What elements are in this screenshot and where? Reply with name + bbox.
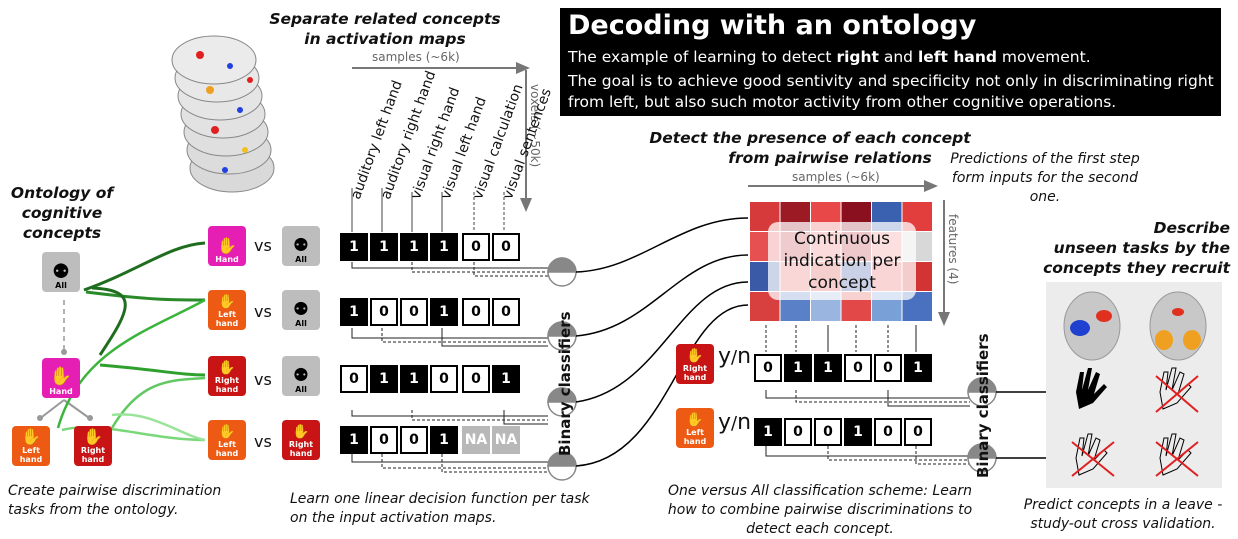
task-b-icon: ⚉All: [282, 356, 320, 396]
vs-label: vs: [254, 236, 272, 255]
ova-cell: 1: [754, 418, 782, 446]
predicted-hands: [1071, 367, 1199, 477]
task-cell: 1: [400, 233, 428, 261]
ontology-title: Ontology of cognitive concepts: [10, 184, 114, 242]
binary-classifiers-label: Binary classifiers: [556, 311, 574, 456]
network-icon: ⚉: [292, 235, 310, 256]
task-cell: 1: [340, 233, 368, 261]
ova-cell: 0: [814, 418, 842, 446]
y-over-n: y/n: [718, 344, 752, 369]
hand-icon: ✋: [217, 236, 237, 255]
task-cell: 1: [430, 426, 458, 454]
task-cell: 0: [492, 298, 520, 326]
node-left-hand: ✋ Left hand: [12, 426, 50, 466]
node-all: ⚉ All: [42, 252, 80, 292]
binary-classifiers-label-2: Binary classifiers: [974, 333, 992, 478]
hand-icon: ✋: [49, 366, 73, 387]
ova-right-icon: ✋Right hand: [676, 344, 714, 384]
task-b-icon: ⚉All: [282, 290, 320, 330]
features-label: features (4): [946, 214, 960, 285]
hand-icon: ✋: [218, 360, 236, 376]
heatmap-overlay: Continuous indication per concept: [768, 222, 916, 300]
task-cell: 0: [370, 426, 398, 454]
header-line-2: The goal is to achieve good sentivity an…: [568, 72, 1214, 111]
task-cell: 0: [340, 365, 368, 393]
title-box: Decoding with an ontology The example of…: [560, 8, 1221, 116]
maps-title: Separate related concepts in activation …: [269, 10, 501, 48]
predictions-note: Predictions of the first step form input…: [950, 151, 1140, 205]
task-cell: 1: [492, 365, 520, 393]
ova-cell: 0: [874, 418, 902, 446]
task-cell: 1: [370, 233, 398, 261]
task-a-icon: ✋Right hand: [208, 356, 246, 396]
node-right-hand: ✋ Right hand: [74, 426, 112, 466]
task-a-icon: ✋Left hand: [208, 290, 246, 330]
task-cell: 0: [462, 298, 490, 326]
ova-cell: 0: [784, 418, 812, 446]
task-b-icon: ✋Right hand: [282, 420, 320, 460]
ontology-caption: Create pairwise discrimination tasks fro…: [8, 483, 222, 518]
node-hand: ✋ Hand: [42, 358, 80, 398]
ova-cell: 0: [844, 354, 872, 382]
network-icon: ⚉: [292, 299, 310, 320]
hand-icon: ✋: [292, 424, 310, 440]
task-cell: NA: [462, 426, 490, 454]
task-cell: 1: [370, 365, 398, 393]
vs-label: vs: [254, 370, 272, 389]
hand-icon: ✋: [83, 427, 103, 446]
detect-title: Detect the presence of each concept from…: [649, 129, 971, 167]
ova-cell: 0: [874, 354, 902, 382]
header-line-1: The example of learning to detect right …: [568, 48, 1091, 66]
task-cell: 0: [370, 298, 398, 326]
heatmap-samples-label: samples (~6k): [792, 170, 880, 184]
y-over-n: y/n: [718, 410, 752, 435]
task-cell: 1: [430, 233, 458, 261]
linear-caption: Learn one linear decision function per t…: [290, 491, 590, 526]
task-cell: 1: [340, 298, 368, 326]
vs-label: vs: [254, 302, 272, 321]
task-cell: NA: [492, 426, 520, 454]
task-cell: 0: [462, 365, 490, 393]
task-cell: 0: [400, 298, 428, 326]
task-a-icon: ✋Left hand: [208, 420, 246, 460]
task-cell: 1: [340, 426, 368, 454]
ova-cell: 1: [814, 354, 842, 382]
main-title: Decoding with an ontology: [568, 10, 977, 41]
network-icon: ⚉: [292, 365, 310, 386]
task-cell: 0: [400, 426, 428, 454]
vs-label: vs: [254, 432, 272, 451]
ova-cell: 0: [904, 418, 932, 446]
hand-icon: ✋: [686, 348, 704, 364]
task-cell: 1: [430, 298, 458, 326]
hand-icon: ✋: [218, 294, 236, 310]
ova-left-icon: ✋Left hand: [676, 408, 714, 448]
hand-icon: ✋: [21, 427, 41, 446]
brain-images: [1063, 291, 1207, 361]
task-a-icon: ✋Hand: [208, 226, 246, 266]
task-cell: 0: [430, 365, 458, 393]
task-cell: 0: [492, 233, 520, 261]
samples-label: samples (~6k): [372, 50, 460, 64]
task-cell: 1: [400, 365, 428, 393]
hand-icon: ✋: [218, 424, 236, 440]
describe-title: Describe unseen tasks by the concepts th…: [1043, 219, 1230, 277]
hand-icon: ✋: [686, 412, 704, 428]
ova-caption: One versus All classification scheme: Le…: [667, 483, 973, 537]
describe-caption: Predict concepts in a leave -study-out c…: [1023, 497, 1223, 532]
task-b-icon: ⚉All: [282, 226, 320, 266]
network-icon: ⚉: [52, 259, 70, 283]
task-cell: 0: [462, 233, 490, 261]
ova-cell: 0: [754, 354, 782, 382]
ova-cell: 1: [844, 418, 872, 446]
activation-maps-stack: [171, 35, 275, 193]
ova-cell: 1: [784, 354, 812, 382]
ova-cell: 1: [904, 354, 932, 382]
